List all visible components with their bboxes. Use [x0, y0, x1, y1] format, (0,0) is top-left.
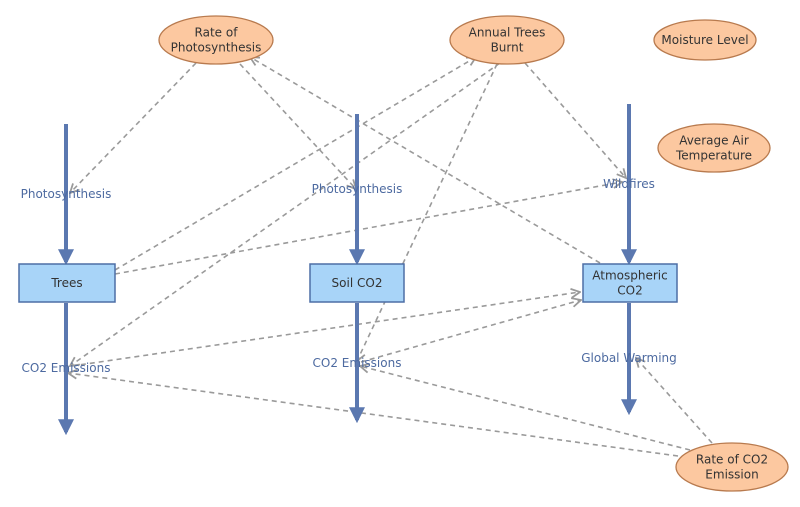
stock-label-trees: Trees	[50, 276, 82, 290]
stock-trees[interactable]: Trees	[18, 263, 116, 303]
stock-soil[interactable]: Soil CO2	[309, 263, 405, 303]
variable-label-rate-photo-line1: Rate of	[195, 26, 239, 40]
link-rate-co2-to-emis2	[360, 366, 691, 451]
link-rate-photo-to-photo2	[239, 63, 356, 189]
flow-label-wildfires: Wildfires	[603, 177, 655, 191]
link-emis1-to-atmo	[71, 292, 580, 367]
stock-label-soil: Soil CO2	[332, 276, 383, 290]
link-rate-photo-to-photo1	[70, 62, 197, 193]
variable-label-trees-burnt-line1: Annual Trees	[469, 26, 546, 40]
variable-shape-air-temp[interactable]	[657, 123, 771, 173]
variable-label-air-temp-line2: Temperature	[675, 149, 752, 163]
link-trees-to-wildfires	[114, 182, 622, 275]
variable-label-rate-photo-line2: Photosynthesis	[171, 41, 262, 55]
stock-label-atmo-line1: Atmospheric	[592, 269, 667, 283]
link-rate-co2-to-warming	[636, 358, 713, 444]
stock-label-atmo-line2: CO2	[617, 284, 642, 298]
link-atmo-to-rate-photo	[250, 57, 601, 264]
stock-box-trees[interactable]	[18, 263, 116, 303]
variable-label-moisture-line1: Moisture Level	[661, 33, 748, 47]
link-trees-burnt-to-emis2	[357, 63, 498, 361]
link-trees-burnt-to-wildfires	[524, 62, 626, 178]
stock-box-atmo[interactable]	[582, 263, 678, 303]
variable-label-rate-co2-line1: Rate of CO2	[696, 453, 768, 467]
variable-label-trees-burnt-line2: Burnt	[491, 41, 524, 55]
link-trees-to-trees-burnt	[114, 57, 476, 271]
variable-shape-rate-co2[interactable]	[675, 442, 789, 492]
variable-label-rate-co2-line2: Emission	[705, 468, 758, 482]
variable-shape-rate-photo[interactable]	[158, 15, 274, 65]
flow-label-warming: Global Warming	[581, 351, 677, 365]
link-trees-burnt-to-emis1	[70, 62, 501, 366]
variable-label-air-temp-line1: Average Air	[679, 134, 749, 148]
link-rate-co2-to-emis1	[68, 373, 679, 457]
variable-moisture[interactable]: Moisture Level	[653, 19, 757, 61]
causal-links	[68, 57, 713, 457]
flow-label-emis2: CO2 Emissions	[313, 356, 402, 370]
stock-box-soil[interactable]	[309, 263, 405, 303]
flow-label-photo1: Photosynthesis	[21, 187, 112, 201]
flow-label-photo2: Photosynthesis	[312, 182, 403, 196]
link-emis2-to-atmo	[360, 300, 581, 363]
variable-shape-moisture[interactable]	[653, 19, 757, 61]
variable-shape-trees-burnt[interactable]	[449, 15, 565, 65]
flow-label-emis1: CO2 Emissions	[22, 361, 111, 375]
